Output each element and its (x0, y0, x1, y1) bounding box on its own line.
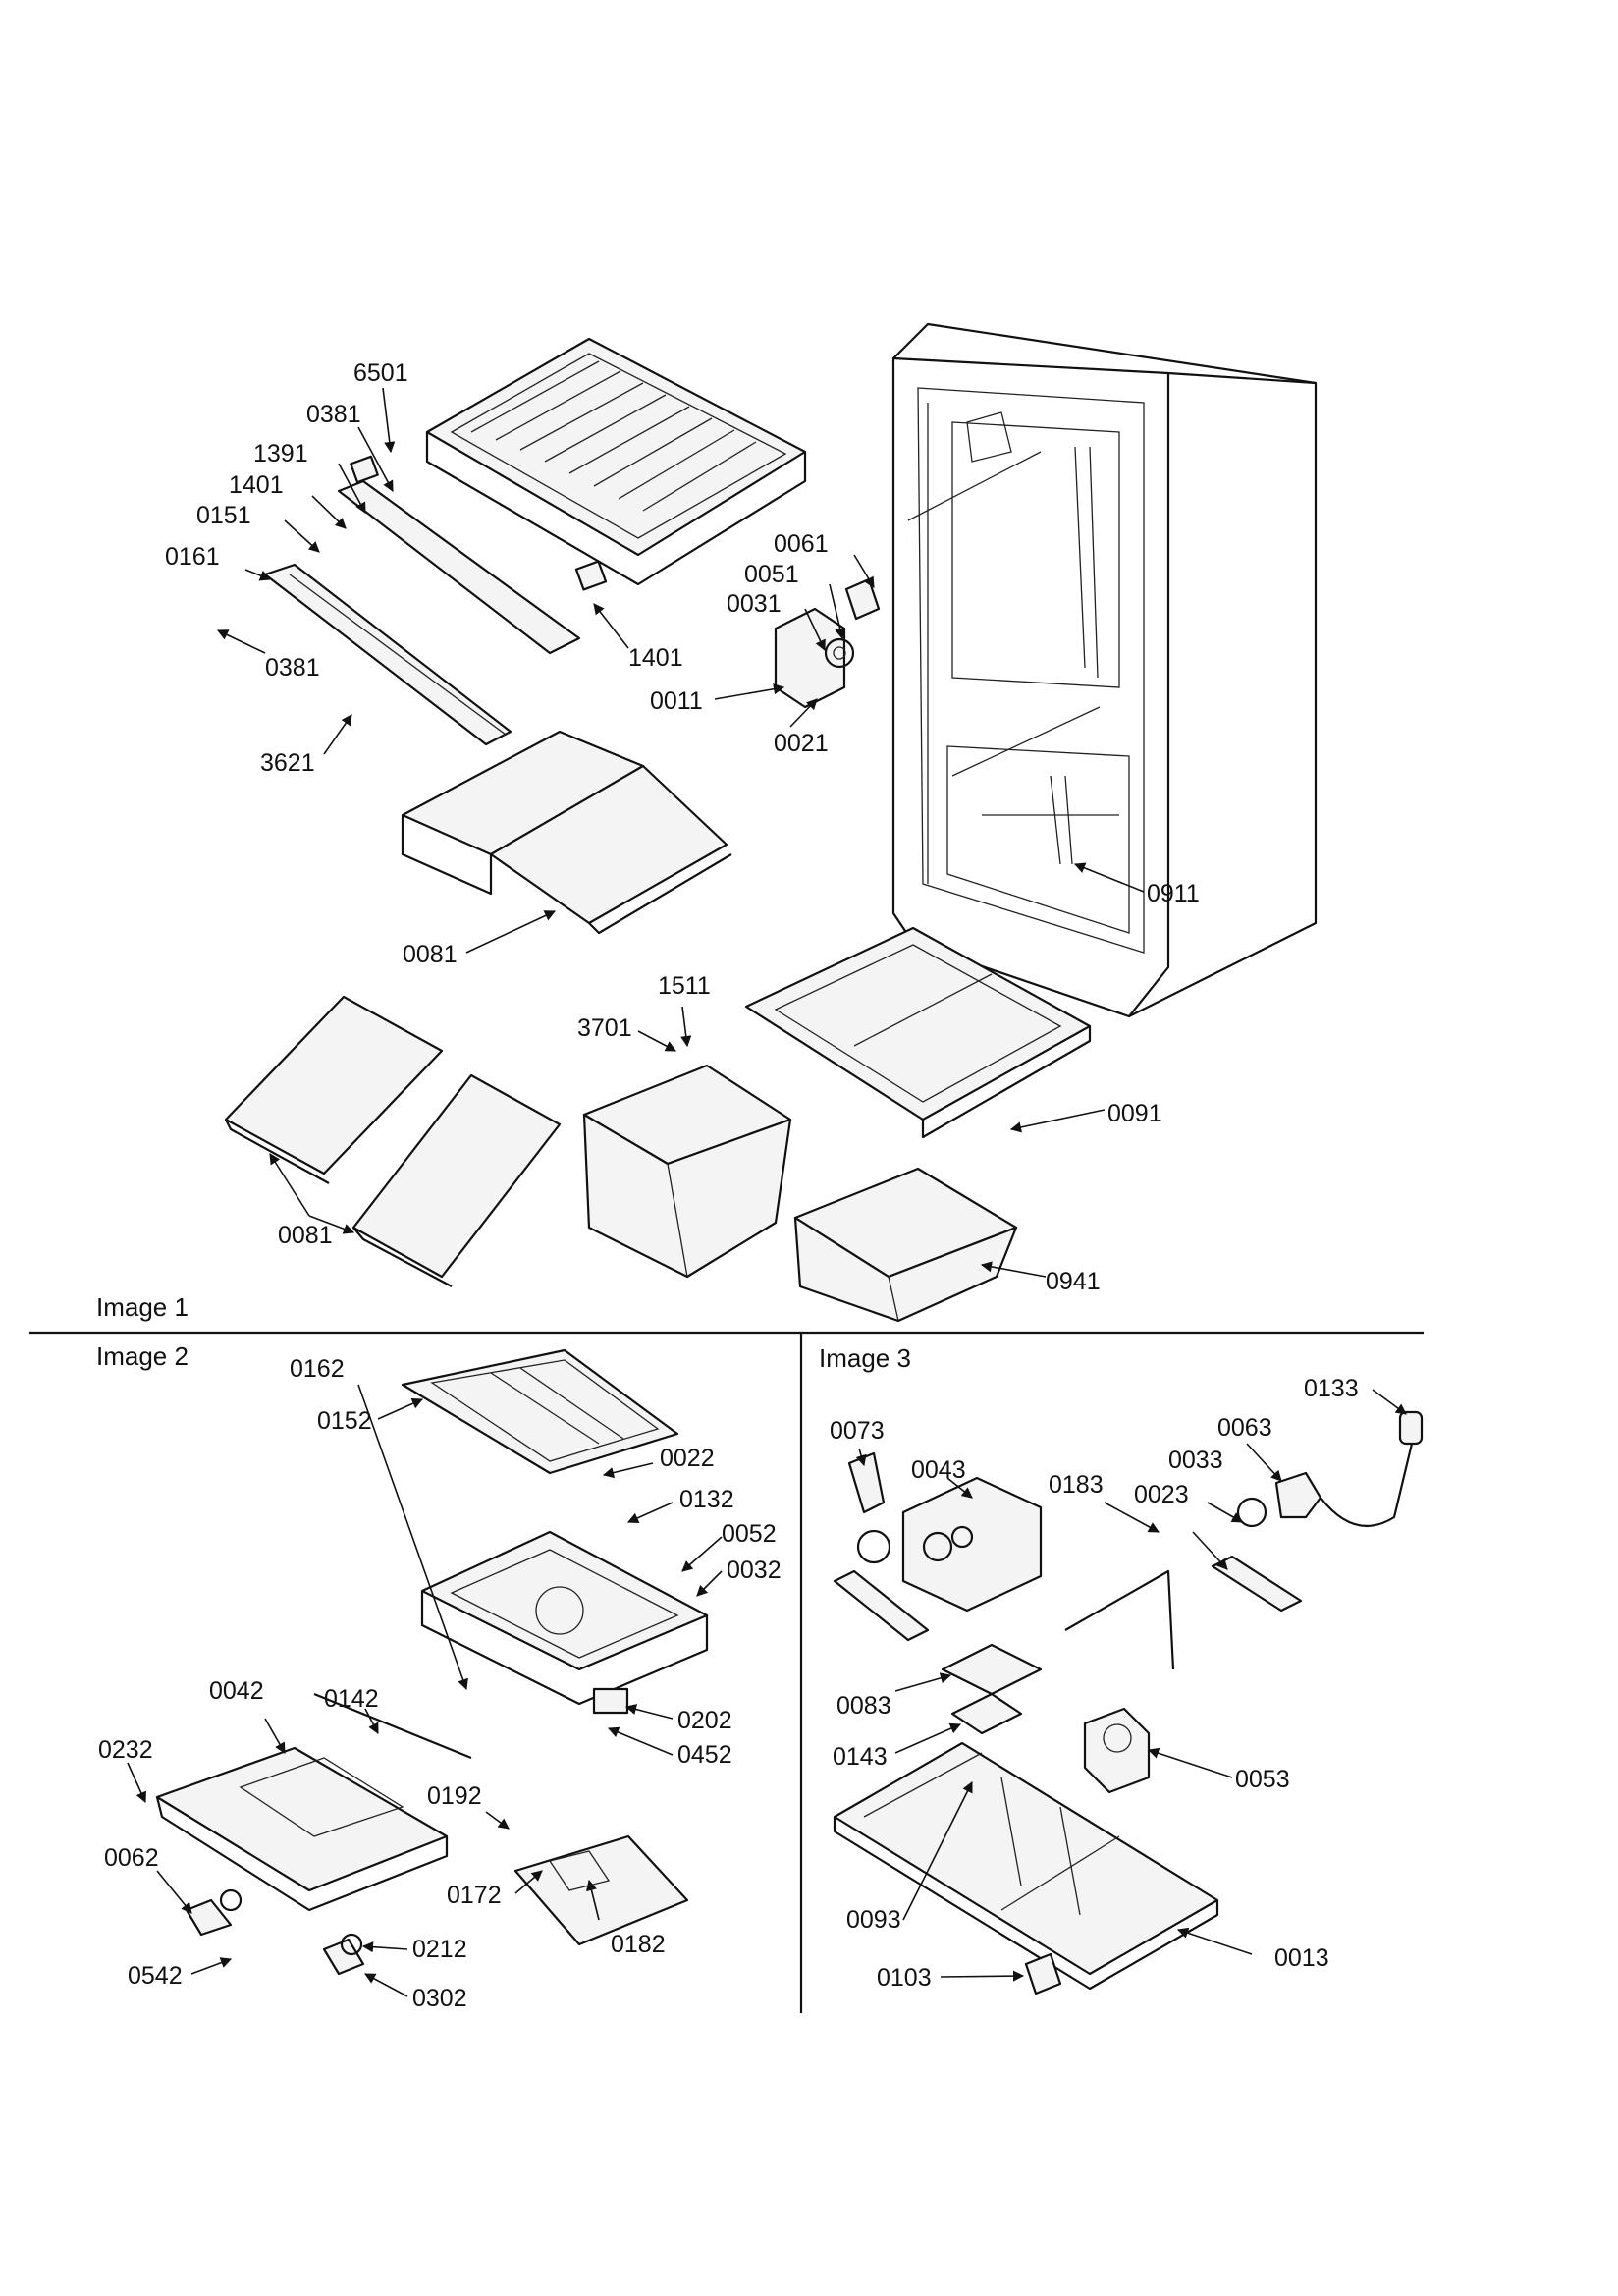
callout-0103: 0103 (877, 1964, 932, 1992)
callout-3621: 3621 (260, 749, 315, 777)
callout-1391: 1391 (253, 440, 308, 467)
callout-0192: 0192 (427, 1782, 482, 1810)
callout-0161: 0161 (165, 543, 220, 571)
callout-0073: 0073 (830, 1417, 885, 1445)
callout-0022: 0022 (660, 1445, 715, 1472)
callout-0021: 0021 (774, 730, 829, 757)
callout-0212: 0212 (412, 1936, 467, 1963)
callout-0081-upper: 0081 (403, 941, 458, 968)
leader-lines (127, 387, 1407, 1997)
callout-1401-right: 1401 (628, 644, 683, 672)
section-title-image-1: Image 1 (96, 1292, 189, 1322)
freezer-liner-section (420, 1530, 709, 1706)
image-1-group (224, 322, 1318, 1323)
callout-0143: 0143 (833, 1743, 888, 1771)
bottom-clip (1024, 1952, 1062, 1995)
callout-6501: 6501 (353, 359, 408, 387)
panel-sheet (1064, 1569, 1175, 1670)
callout-0062: 0062 (104, 1844, 159, 1872)
crisper-drawers (582, 1064, 1018, 1323)
fresh-food-shelves (401, 730, 732, 935)
base-pan (833, 1741, 1219, 1991)
callout-0133: 0133 (1304, 1375, 1359, 1402)
image-2-group (155, 1348, 709, 1976)
callout-0032: 0032 (727, 1557, 782, 1584)
long-strip-part (313, 1692, 472, 1760)
freezer-shelf-grille (425, 337, 807, 586)
callout-0452: 0452 (677, 1741, 732, 1769)
image-3-group (833, 1410, 1424, 1995)
refrigerator-cabinet (891, 322, 1318, 1018)
callout-0941: 0941 (1046, 1268, 1101, 1295)
callout-0232: 0232 (98, 1736, 153, 1764)
callout-0043: 0043 (911, 1456, 966, 1484)
baffle-plate (155, 1746, 449, 1912)
section-title-image-3: Image 3 (819, 1343, 911, 1373)
callout-0093: 0093 (846, 1906, 901, 1934)
callout-0172: 0172 (447, 1882, 502, 1909)
callout-0132: 0132 (679, 1486, 734, 1513)
small-insert-part (847, 1451, 886, 1514)
callout-0061: 0061 (774, 530, 829, 558)
callout-0023: 0023 (1134, 1481, 1189, 1508)
callout-0083: 0083 (836, 1692, 891, 1720)
callout-0091: 0091 (1107, 1100, 1162, 1127)
callout-0152: 0152 (317, 1407, 372, 1435)
timer-assembly (1236, 1410, 1424, 1528)
callout-0052: 0052 (722, 1520, 777, 1548)
callout-0182: 0182 (611, 1931, 666, 1958)
callout-0031: 0031 (727, 590, 782, 618)
fan-motor (1083, 1707, 1151, 1794)
callout-1511: 1511 (658, 972, 711, 1000)
callout-0202: 0202 (677, 1707, 732, 1734)
control-box (513, 1834, 689, 1946)
callout-0381-top: 0381 (306, 401, 361, 428)
control-panel-bar (263, 455, 608, 746)
callout-0151: 0151 (196, 502, 251, 529)
callout-0542: 0542 (128, 1962, 183, 1990)
callout-0142: 0142 (324, 1685, 379, 1713)
callout-0051: 0051 (744, 561, 799, 588)
callout-0381-left: 0381 (265, 654, 320, 682)
crisper-cover (744, 926, 1092, 1139)
callout-0302: 0302 (412, 1985, 467, 2012)
callout-0911: 0911 (1147, 880, 1200, 907)
callout-3701: 3701 (577, 1014, 632, 1042)
damper-ring (856, 1529, 891, 1564)
air-damper-housing (901, 1476, 1043, 1613)
side-rail (1211, 1555, 1303, 1613)
damper-rail (833, 1569, 930, 1642)
small-brackets (185, 1687, 629, 1976)
evaporator-cover (401, 1348, 679, 1475)
callout-0183: 0183 (1049, 1471, 1104, 1499)
thermostat-plate (941, 1643, 1043, 1696)
callout-0081-lower: 0081 (278, 1222, 333, 1249)
callout-0013: 0013 (1274, 1944, 1329, 1972)
light-socket-assembly (774, 577, 881, 709)
callout-0042: 0042 (209, 1677, 264, 1705)
callout-1401-left: 1401 (229, 471, 284, 499)
mount-bracket (950, 1692, 1023, 1735)
callout-0011: 0011 (650, 687, 703, 715)
lower-shelves (224, 995, 562, 1287)
callout-0053: 0053 (1235, 1766, 1290, 1793)
section-title-image-2: Image 2 (96, 1341, 189, 1371)
callout-0063: 0063 (1217, 1414, 1272, 1442)
callout-0162: 0162 (290, 1355, 345, 1383)
callout-0033: 0033 (1168, 1447, 1223, 1474)
